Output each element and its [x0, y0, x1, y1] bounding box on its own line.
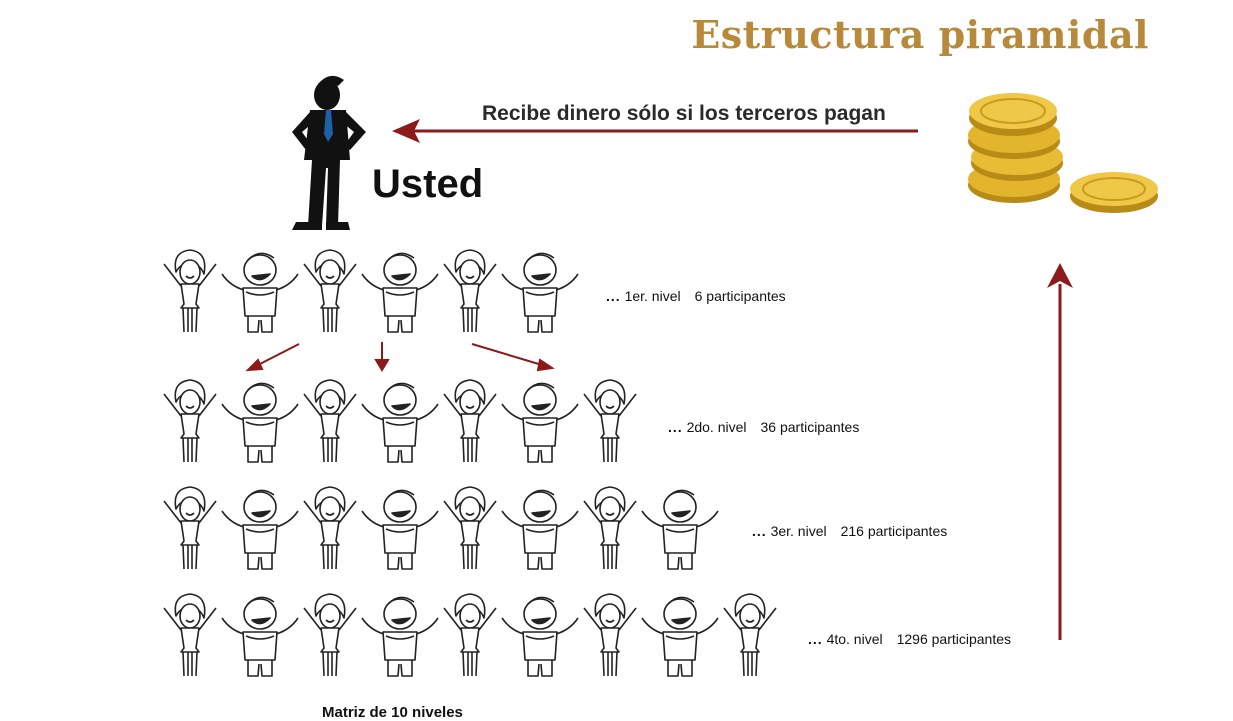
user-label: Usted: [372, 162, 484, 206]
man-cartoon-icon: [221, 382, 299, 463]
level-2-row: [163, 379, 637, 463]
money-flow-arrow: [392, 119, 918, 143]
woman-cartoon-icon: [303, 486, 357, 570]
coins-icon: [968, 93, 1158, 213]
tie-icon: [324, 110, 333, 142]
man-cartoon-icon: [221, 252, 299, 333]
man-cartoon-icon: [361, 489, 439, 570]
man-cartoon-icon: [641, 596, 719, 677]
woman-cartoon-icon: [583, 379, 637, 463]
woman-cartoon-icon: [163, 379, 217, 463]
man-cartoon-icon: [501, 252, 579, 333]
woman-cartoon-icon: [583, 486, 637, 570]
man-cartoon-icon: [501, 596, 579, 677]
woman-cartoon-icon: [583, 593, 637, 677]
upward-arrow: [1047, 263, 1073, 640]
woman-cartoon-icon: [443, 379, 497, 463]
money-flow-label: Recibe dinero sólo si los terceros pagan: [482, 102, 886, 125]
man-cartoon-icon: [221, 489, 299, 570]
woman-cartoon-icon: [303, 593, 357, 677]
woman-cartoon-icon: [163, 593, 217, 677]
spread-arrows: [245, 342, 555, 372]
participant-figures: [163, 249, 777, 677]
matrix-caption: Matriz de 10 niveles: [322, 704, 463, 721]
woman-cartoon-icon: [163, 249, 217, 333]
woman-cartoon-icon: [443, 249, 497, 333]
businessman-icon: [292, 75, 366, 230]
level-4-row: [163, 593, 777, 677]
level-3-row: [163, 486, 719, 570]
level-1-row: [163, 249, 579, 333]
man-cartoon-icon: [361, 382, 439, 463]
man-cartoon-icon: [221, 596, 299, 677]
woman-cartoon-icon: [303, 379, 357, 463]
woman-cartoon-icon: [163, 486, 217, 570]
man-cartoon-icon: [501, 489, 579, 570]
man-cartoon-icon: [501, 382, 579, 463]
man-cartoon-icon: [361, 252, 439, 333]
woman-cartoon-icon: [723, 593, 777, 677]
page-title: Estructura piramidal: [691, 12, 1149, 57]
man-cartoon-icon: [361, 596, 439, 677]
woman-cartoon-icon: [443, 486, 497, 570]
woman-cartoon-icon: [443, 593, 497, 677]
man-cartoon-icon: [641, 489, 719, 570]
woman-cartoon-icon: [303, 249, 357, 333]
